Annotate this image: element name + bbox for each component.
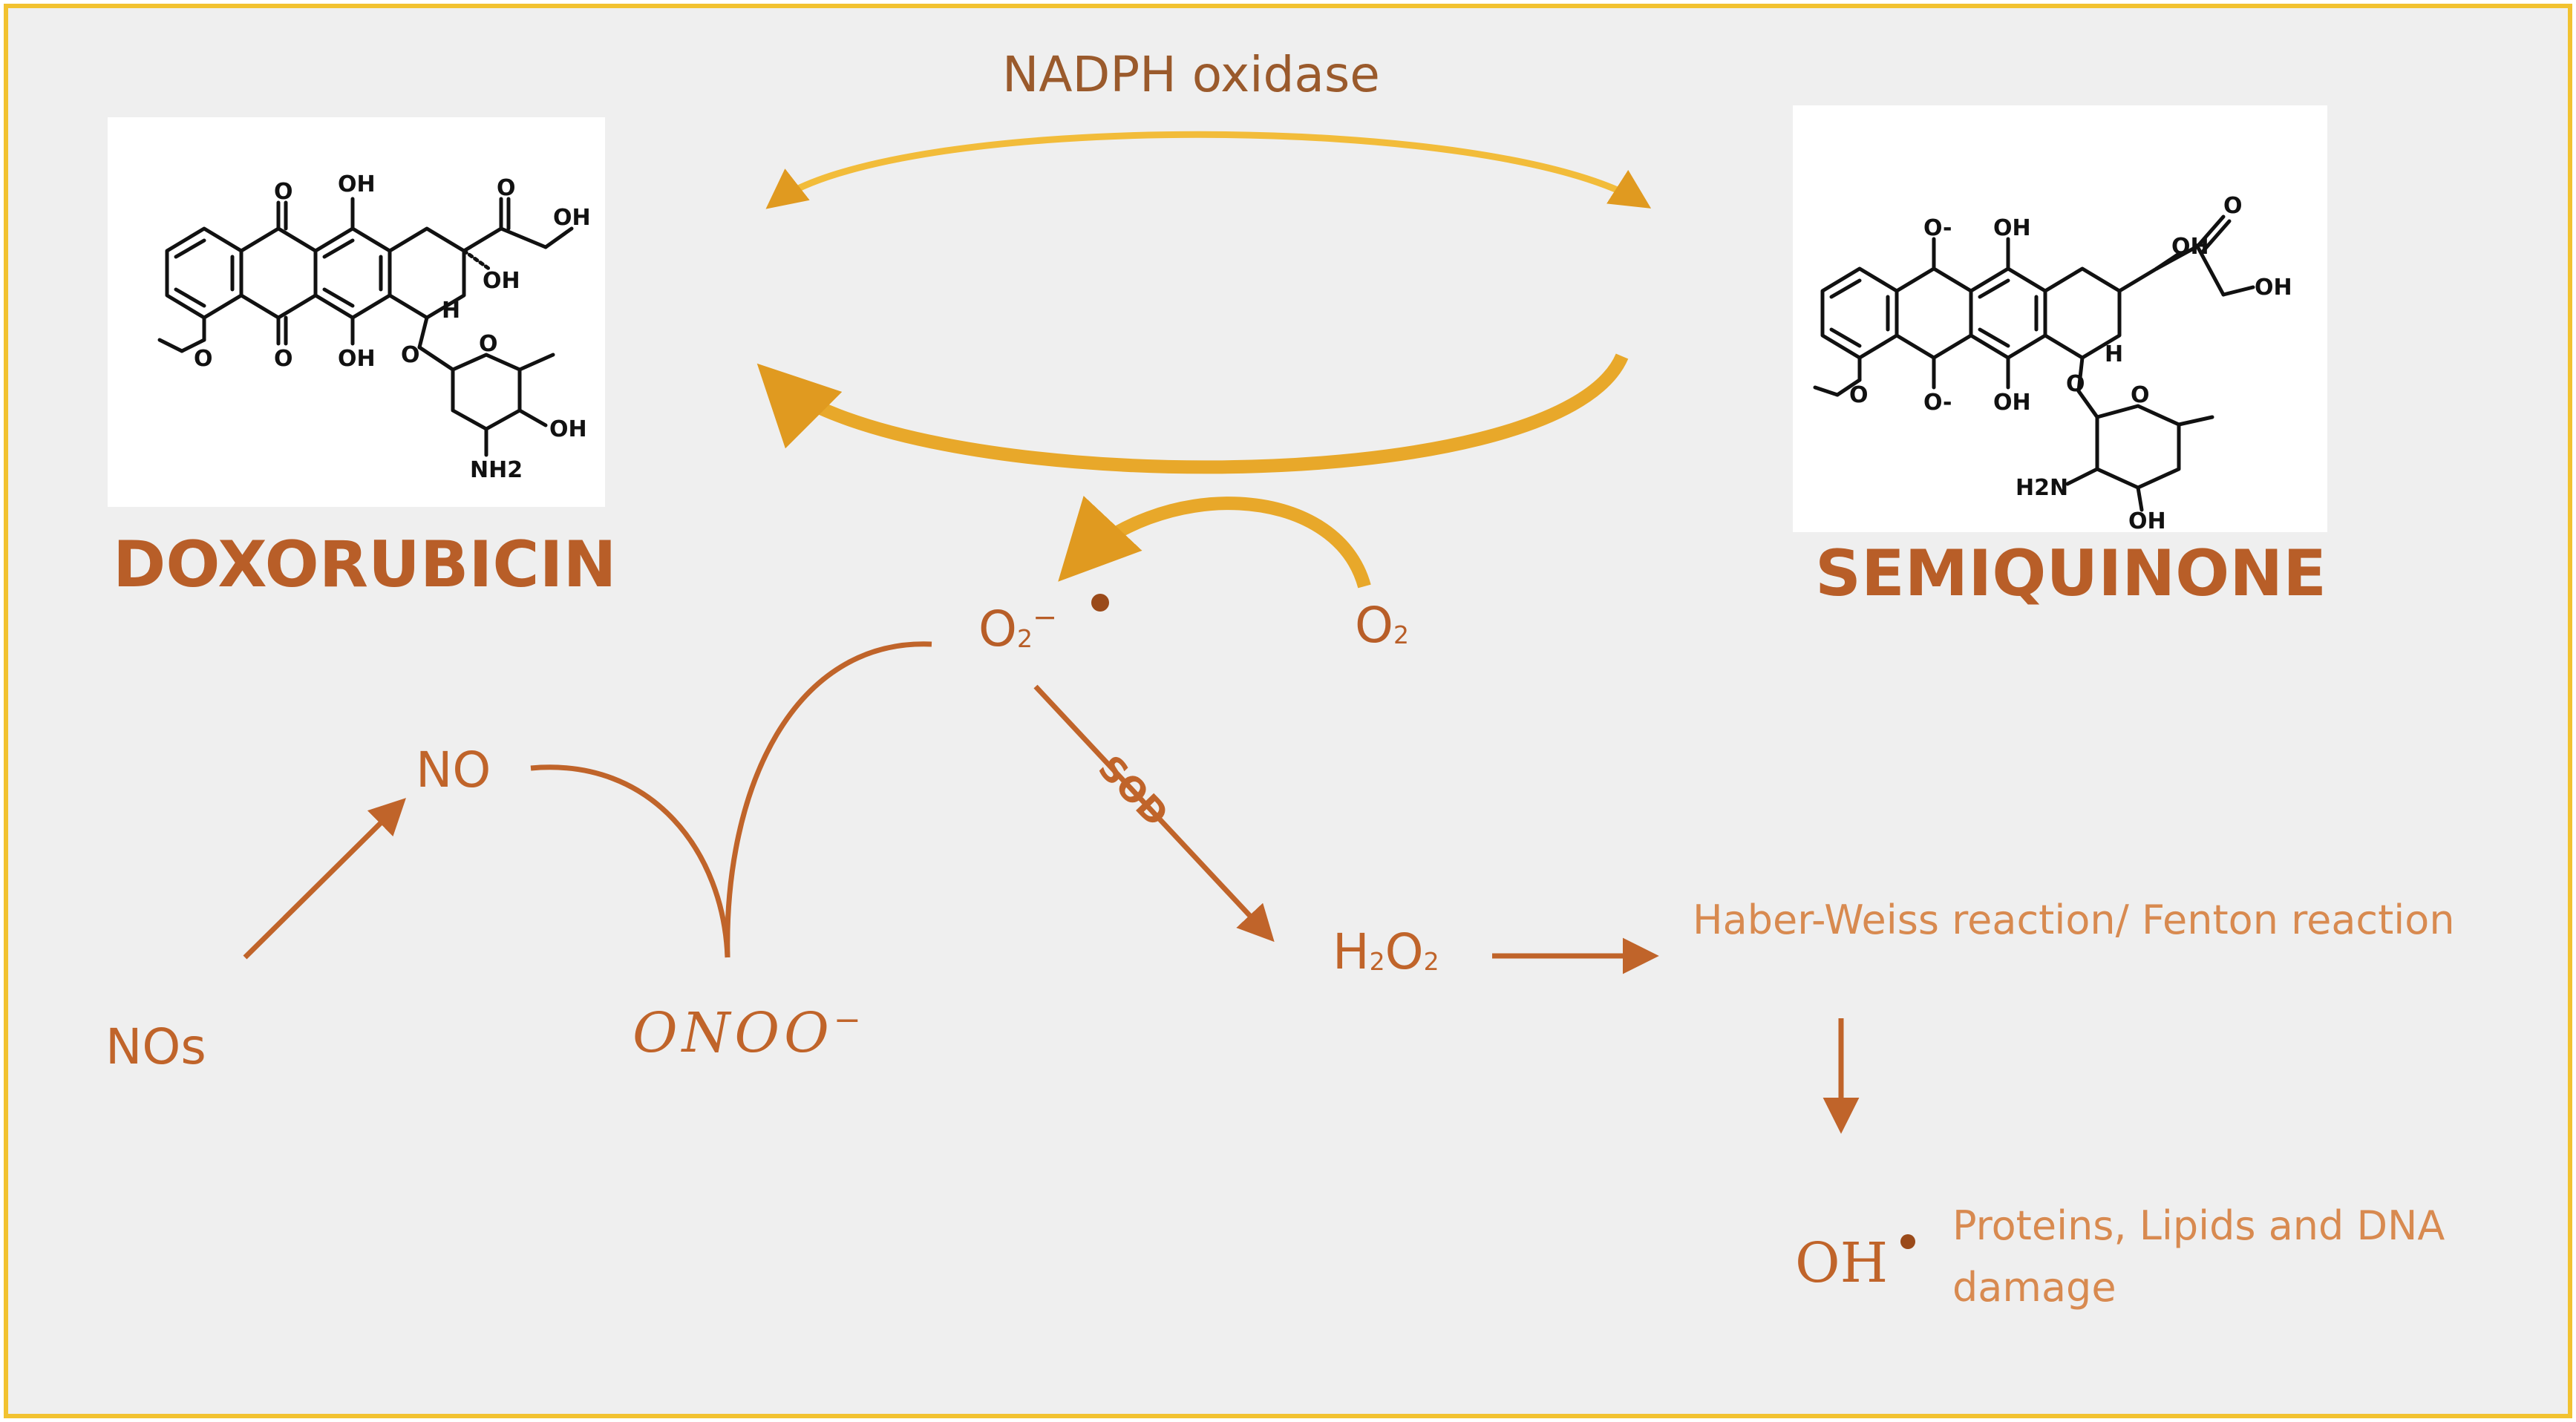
semi-atom-oh-end: OH <box>2255 275 2292 301</box>
semi-atom-oh1: OH <box>1993 215 2031 241</box>
h2o2-label: H2O2 <box>1333 928 1439 977</box>
dox-atom-nh2: NH2 <box>470 457 523 483</box>
nadph-oxidase-label: NADPH oxidase <box>1002 46 1380 103</box>
doxorubicin-structure: O OH O OH OH O OH H O O O OH NH2 <box>157 171 591 483</box>
oxygen-base: O <box>1355 597 1393 654</box>
damage-line-1: Proteins, Lipids and DNA <box>1952 1202 2445 1249</box>
semi-atom-h: H <box>2105 341 2123 367</box>
haber-weiss-label: Haber-Weiss reaction/ Fenton reaction <box>1693 897 2455 943</box>
dox-atom-oh-ring: OH <box>483 268 520 294</box>
dox-atom-o3: O <box>274 346 293 372</box>
hydroxyl-label: OH <box>1795 1231 1889 1295</box>
superoxide-to-peroxynitrite-curve <box>725 641 932 958</box>
semi-atom-ome: O <box>1849 382 1869 408</box>
dox-atom-h: H <box>442 298 460 324</box>
superoxide-label: O2− <box>978 603 1057 654</box>
doxorubicin-label: DOXORUBICIN <box>113 528 617 602</box>
superoxide-to-h2o2-arrow <box>1033 684 1275 943</box>
oxygen-to-superoxide-arrow <box>1058 496 1371 589</box>
cycle-arrow-bottom <box>756 353 1629 474</box>
nos-label: NOs <box>105 1018 206 1075</box>
semi-atom-oh-side: OH <box>2171 234 2209 260</box>
semi-atom-o-keto: O <box>2223 193 2243 219</box>
semi-atom-h2n: H2N <box>2016 475 2068 501</box>
semi-atom-o-sugar: O <box>2131 382 2150 408</box>
dox-atom-oh-side: OH <box>553 205 591 231</box>
peroxynitrite-base: ONOO <box>632 1001 834 1065</box>
h2o2-o: O <box>1385 923 1424 980</box>
damage-line-2: damage <box>1952 1264 2116 1311</box>
doxorubicin-structure-box: O OH O OH OH O OH H O O O OH NH2 <box>108 117 605 507</box>
dox-atom-o1: O <box>274 179 293 205</box>
dox-atom-ome: O <box>194 346 213 372</box>
no-label: NO <box>416 741 491 799</box>
oxygen-label: O2 <box>1355 601 1409 650</box>
dox-atom-oh1: OH <box>338 171 376 197</box>
superoxide-base: O <box>978 600 1017 658</box>
h2o2-h: H <box>1333 923 1370 980</box>
superoxide-charge: − <box>1032 600 1058 635</box>
semiquinone-structure-box: O- OH OH O OH O- OH H O O O H2N OH <box>1793 105 2327 532</box>
dox-atom-oh2: OH <box>338 346 376 372</box>
semi-atom-o-link: O <box>2066 371 2085 397</box>
no-to-peroxynitrite-curve <box>530 764 730 958</box>
dox-atom-o-link: O <box>401 342 420 368</box>
oxygen-subscript: 2 <box>1393 620 1409 649</box>
semi-atom-oh2: OH <box>1993 390 2031 416</box>
semiquinone-label: SEMIQUINONE <box>1815 537 2327 611</box>
peroxynitrite-label: ONOO− <box>632 1003 866 1061</box>
dox-atom-oh-sugar: OH <box>549 416 587 442</box>
hydroxyl-radical-dot <box>1900 1234 1915 1249</box>
superoxide-radical-dot <box>1091 594 1109 612</box>
h2o2-sub2: 2 <box>1423 946 1439 976</box>
semi-atom-o-minus1: O- <box>1923 215 1952 241</box>
semi-atom-oh-sugar: OH <box>2128 508 2166 532</box>
semi-atom-o-minus2: O- <box>1923 390 1952 416</box>
dox-atom-o-sugar: O <box>479 331 498 357</box>
nos-to-no-arrow <box>243 798 406 960</box>
cycle-arrow-top <box>765 131 1652 209</box>
h2o2-sub1: 2 <box>1369 946 1385 976</box>
superoxide-subscript: 2 <box>1016 623 1033 653</box>
dox-atom-o2: O <box>497 175 516 201</box>
peroxynitrite-charge: − <box>833 1000 866 1039</box>
semiquinone-structure: O- OH OH O OH O- OH H O O O H2N OH <box>1813 193 2292 532</box>
